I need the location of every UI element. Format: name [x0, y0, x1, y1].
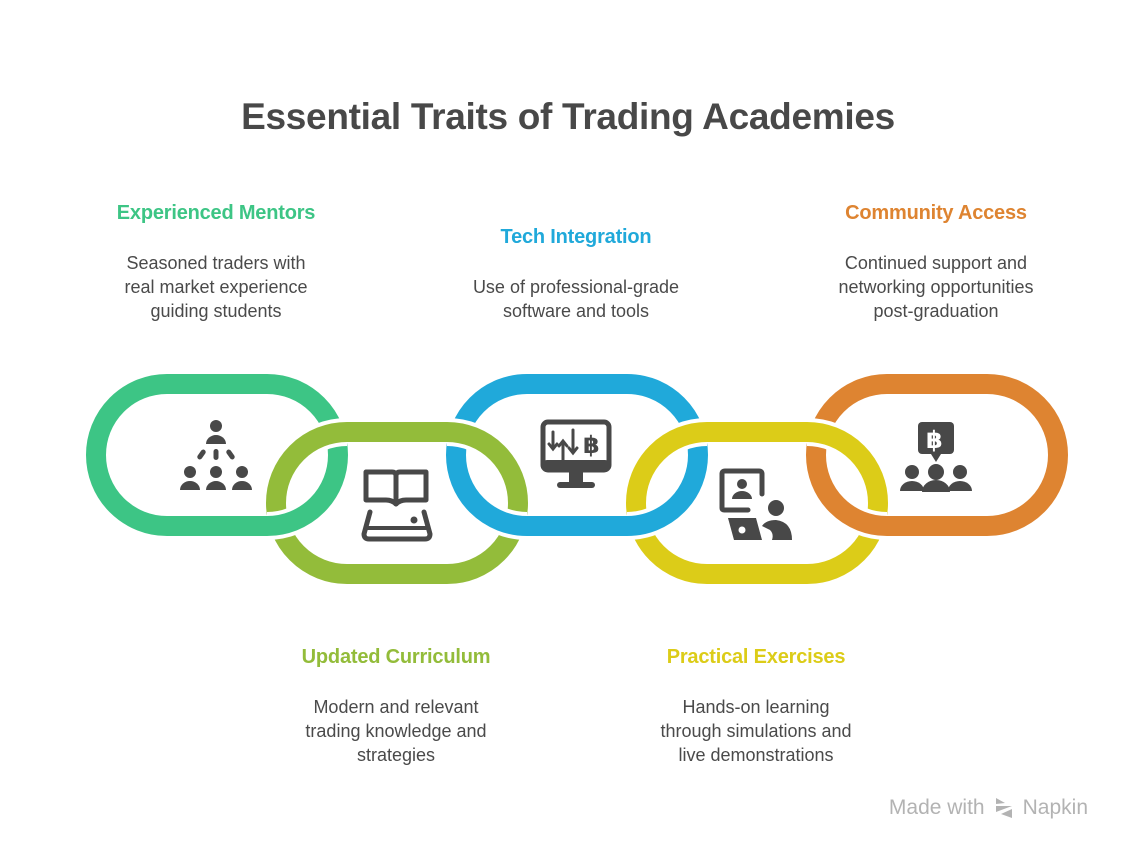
desc-line: through simulations and [660, 721, 852, 741]
trait-experienced-mentors: Experienced Mentors Seasoned traders wit… [76, 202, 356, 323]
trait-heading: Community Access [845, 202, 1027, 224]
desc-line: guiding students [150, 301, 282, 321]
desc-line: Hands-on learning [682, 697, 830, 717]
desc-line: Seasoned traders with [126, 253, 306, 273]
trait-heading: Tech Integration [500, 226, 652, 248]
made-with-label: Made with [888, 796, 985, 819]
trait-description: Modern and relevant trading knowledge an… [256, 695, 536, 767]
trait-description: Use of professional-grade software and t… [436, 275, 716, 323]
trait-heading: Practical Exercises [666, 646, 846, 668]
brand-label: Napkin [1022, 796, 1088, 819]
page-title: Essential Traits of Trading Academies [241, 96, 895, 137]
crypto-community-icon: ฿ [900, 422, 972, 492]
desc-line: Modern and relevant [313, 697, 479, 717]
trait-updated-curriculum: Updated Curriculum Modern and relevant t… [256, 646, 536, 767]
desc-line: trading knowledge and [305, 721, 487, 741]
desc-line: networking opportunities [838, 277, 1034, 297]
online-learning-icon [719, 468, 792, 540]
desc-line: real market experience [124, 277, 308, 297]
desc-line: software and tools [502, 301, 650, 321]
trait-heading: Experienced Mentors [116, 202, 316, 224]
trait-practical-exercises: Practical Exercises Hands-on learning th… [616, 646, 896, 767]
napkin-logo-icon [995, 798, 1012, 818]
svg-text:฿: ฿ [926, 426, 943, 454]
napkin-watermark: Made with Napkin [889, 796, 1088, 820]
desc-line: post-graduation [873, 301, 999, 321]
desc-line: Use of professional-grade [472, 277, 680, 297]
trait-community-access: Community Access Continued support and n… [796, 202, 1076, 323]
trait-description: Continued support and networking opportu… [796, 251, 1076, 323]
desc-line: strategies [356, 745, 436, 765]
mentor-hierarchy-icon [180, 420, 252, 490]
trait-description: Hands-on learning through simulations an… [616, 695, 896, 767]
desc-line: live demonstrations [678, 745, 834, 765]
trait-description: Seasoned traders with real market experi… [76, 251, 356, 323]
desc-line: Continued support and [844, 253, 1028, 273]
svg-text:฿: ฿ [583, 431, 600, 459]
trading-monitor-icon: ฿ [540, 419, 612, 488]
book-tablet-icon [361, 469, 433, 542]
trait-tech-integration: Tech Integration Use of professional-gra… [436, 226, 716, 323]
trait-heading: Updated Curriculum [301, 646, 491, 668]
